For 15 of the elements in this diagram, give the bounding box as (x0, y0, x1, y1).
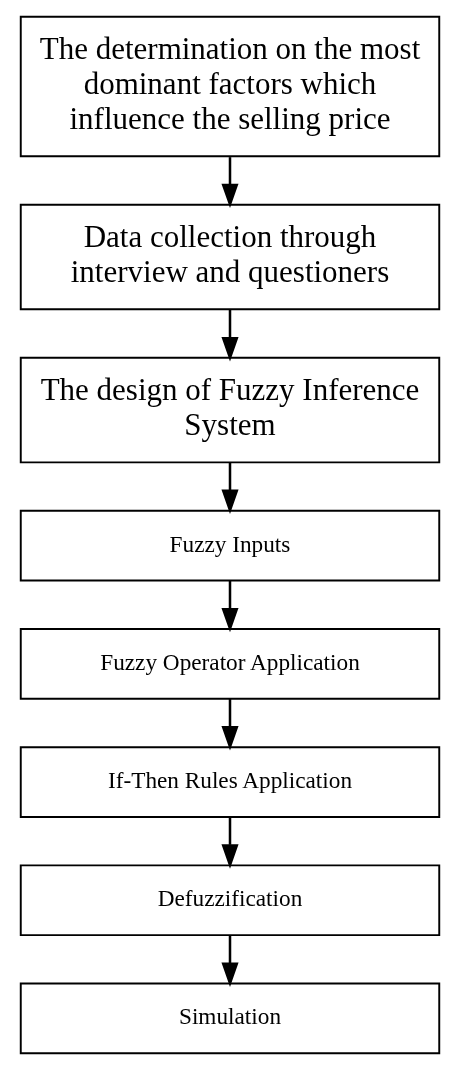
arrow (221, 935, 239, 987)
node-box: Simulation (19, 982, 441, 1055)
node-box: Data collection through interview and questioners (19, 203, 441, 311)
node-box: Fuzzy Operator Application (19, 628, 441, 700)
arrow (221, 462, 239, 514)
arrow (221, 580, 239, 633)
arrow (221, 157, 239, 209)
arrow (221, 817, 239, 869)
arrow (221, 309, 239, 362)
node-box: The determination on the most dominant factors which influence the selling price (19, 15, 441, 158)
node-box: Fuzzy Inputs (19, 509, 441, 582)
node-box: Defuzzification (19, 864, 441, 937)
arrow (221, 698, 239, 751)
node-box: If-Then Rules Application (19, 746, 441, 818)
node-box: The design of Fuzzy Inference System (19, 356, 441, 464)
